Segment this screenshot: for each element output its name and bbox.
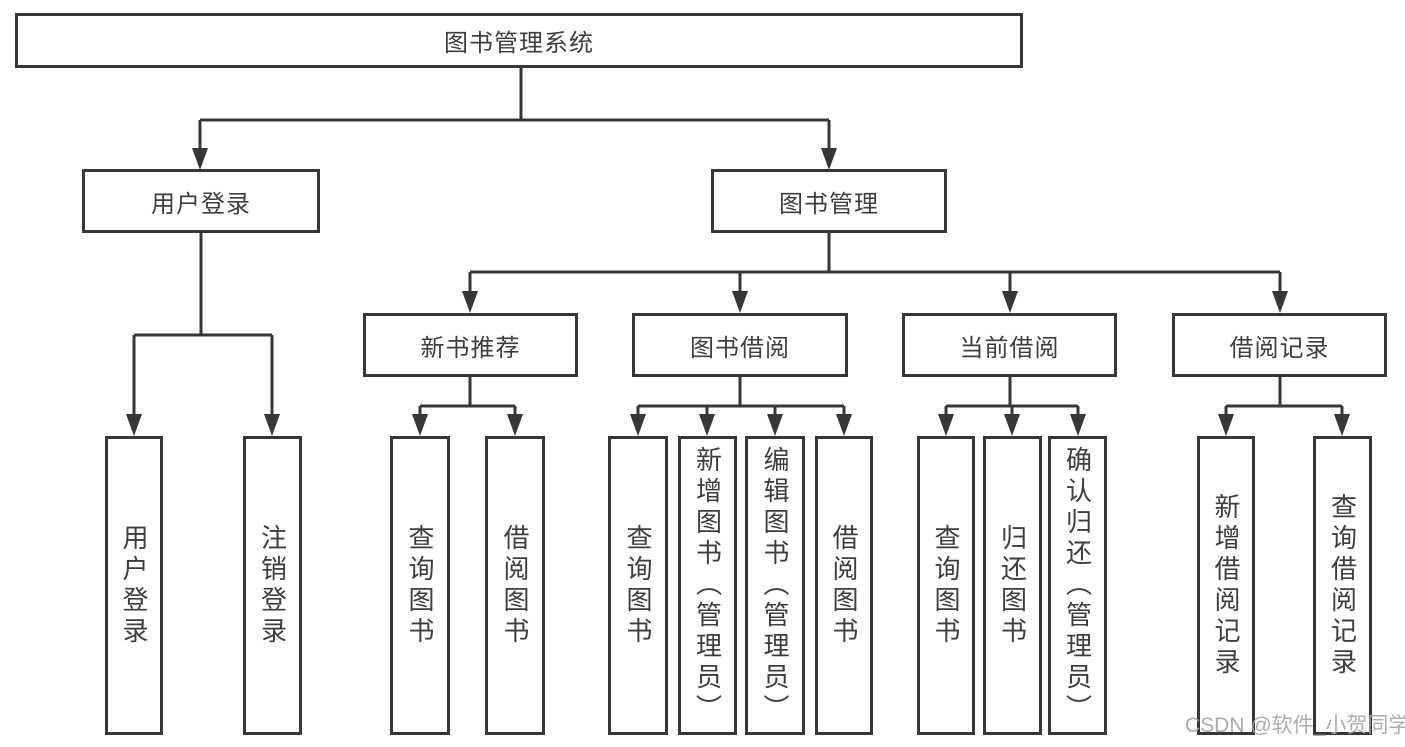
- leaf-query-books-current: 查询图书: [917, 436, 975, 735]
- node-user-login-branch: 用户登录: [82, 169, 320, 233]
- node-label: 借阅图书: [500, 523, 530, 648]
- node-label: 查询借阅记录: [1327, 492, 1358, 679]
- node-label: 图书管理系统: [444, 30, 594, 57]
- node-label: 图书借阅: [690, 334, 790, 362]
- node-label: 新增借阅记录: [1211, 492, 1241, 679]
- node-book-management-system: 图书管理系统: [15, 13, 1023, 68]
- node-book-management-branch: 图书管理: [711, 169, 947, 233]
- connector-path: [132, 67, 1344, 416]
- leaf-add-book-admin: 新增图书（管理员）: [678, 436, 737, 735]
- leaf-query-borrow-record: 查询借阅记录: [1313, 436, 1372, 735]
- leaf-borrow-books-borrow: 借阅图书: [815, 436, 873, 735]
- node-label: 编辑图书（管理员）: [760, 446, 790, 725]
- leaf-query-books-recommend: 查询图书: [390, 436, 450, 735]
- node-label: 查询图书: [931, 523, 961, 648]
- leaf-borrow-books-recommend: 借阅图书: [485, 436, 545, 735]
- leaf-return-books: 归还图书: [983, 436, 1042, 735]
- node-label: 图书管理: [779, 190, 879, 218]
- node-current-borrowing: 当前借阅: [902, 313, 1117, 377]
- node-label: 查询图书: [405, 523, 435, 648]
- node-label: 注销登录: [257, 523, 288, 648]
- node-borrowing-records: 借阅记录: [1172, 313, 1387, 377]
- node-label: 查询图书: [623, 523, 653, 648]
- leaf-query-books-borrow: 查询图书: [608, 436, 668, 735]
- node-label: 确认归还（管理员）: [1062, 446, 1093, 725]
- node-label: 用户登录: [151, 190, 251, 218]
- node-label: 新增图书（管理员）: [692, 446, 723, 725]
- node-new-book-recommend: 新书推荐: [363, 313, 578, 377]
- csdn-watermark: CSDN @软件_小贺同学: [1185, 714, 1405, 737]
- arrowheads: [126, 148, 1350, 436]
- node-label: 当前借阅: [959, 334, 1060, 362]
- leaf-user-login: 用户登录: [105, 436, 163, 735]
- node-label: 用户登录: [119, 523, 149, 648]
- node-label: 归还图书: [997, 523, 1028, 648]
- leaf-logout: 注销登录: [243, 436, 302, 735]
- node-label: 新书推荐: [420, 334, 521, 362]
- leaf-confirm-return-admin: 确认归还（管理员）: [1048, 436, 1107, 735]
- node-label: 借阅记录: [1229, 334, 1330, 362]
- node-label: 借阅图书: [829, 523, 859, 648]
- leaf-edit-book-admin: 编辑图书（管理员）: [745, 436, 805, 735]
- node-book-borrowing: 图书借阅: [632, 313, 848, 377]
- leaf-add-borrow-record: 新增借阅记录: [1197, 436, 1255, 735]
